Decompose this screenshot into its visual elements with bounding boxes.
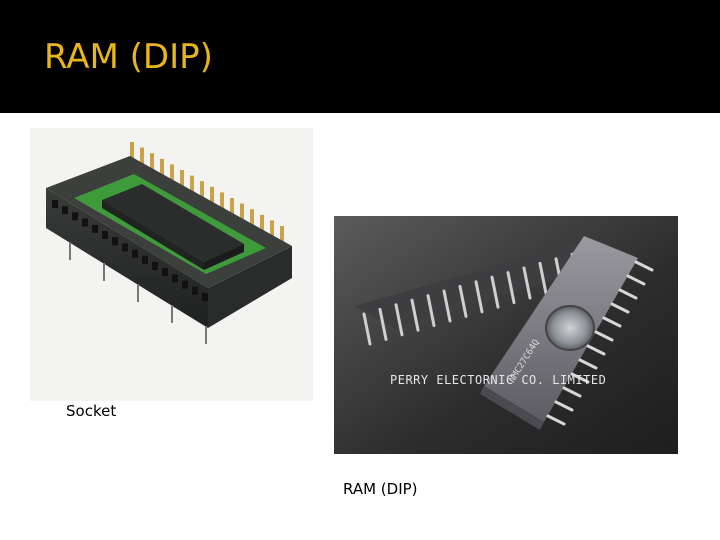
- watermark-text: PERRY ELECTORNIC CO. LIMITED: [390, 373, 606, 387]
- socket-photo: [30, 128, 313, 401]
- socket-caption: Socket: [66, 402, 117, 420]
- ram-caption: RAM (DIP): [343, 480, 418, 498]
- title-bar: RAM (DIP): [0, 0, 720, 113]
- slide-title: RAM (DIP): [44, 37, 213, 77]
- dip-socket-icon: [46, 142, 292, 344]
- ram-chip-photo: NMC27C64Q PERRY ELECTORNIC CO. LIMITED: [334, 216, 678, 454]
- dip-ram-chip-icon: NMC27C64Q PERRY ELECTORNIC CO. LIMITED: [334, 216, 678, 454]
